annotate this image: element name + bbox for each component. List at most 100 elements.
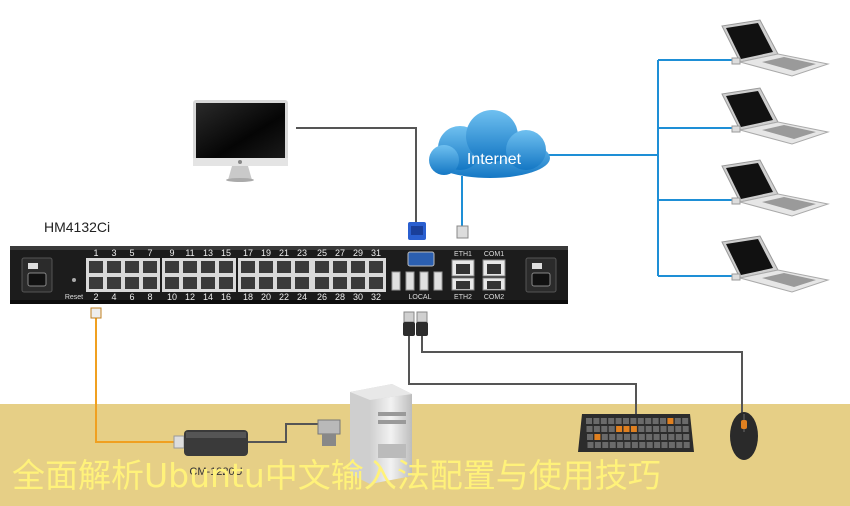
key: [667, 418, 674, 424]
key: [608, 426, 615, 432]
key: [675, 434, 682, 440]
laptop-icon: [721, 235, 830, 293]
rj45-port: [333, 261, 347, 273]
key: [601, 434, 608, 440]
rj45-port: [165, 277, 179, 289]
key: [593, 426, 600, 432]
key: [667, 426, 674, 432]
laptop-icon: [721, 19, 830, 77]
key: [593, 418, 600, 424]
com2-label: COM2: [484, 294, 504, 301]
rj45-port: [125, 261, 139, 273]
port-number-label: 20: [261, 292, 271, 302]
monitor-icon: [193, 100, 288, 182]
port-number-label: 3: [111, 248, 116, 258]
key: [616, 434, 623, 440]
rj45-port: [259, 277, 273, 289]
rj45-port: [125, 277, 139, 289]
vga-cable: [296, 127, 417, 222]
key: [624, 442, 631, 448]
reset-label: Reset: [65, 294, 83, 301]
laptop-icon: [721, 87, 830, 145]
rj45-port: [277, 261, 291, 273]
rj45-port: [315, 261, 329, 273]
key: [645, 418, 652, 424]
key: [630, 426, 637, 432]
rj45-port: [143, 277, 157, 289]
key: [615, 418, 622, 424]
key: [639, 442, 646, 448]
vga-port: [407, 251, 435, 267]
key: [675, 426, 682, 432]
key: [623, 418, 629, 424]
key: [623, 426, 630, 432]
adapter-label: CM-1220U: [189, 466, 242, 478]
reset-hole-icon[interactable]: [72, 278, 76, 282]
key: [682, 418, 689, 424]
key: [654, 442, 661, 448]
port-number-label: 16: [221, 292, 231, 302]
port-number-label: 9: [169, 248, 174, 258]
rj45-plug-icon: [456, 225, 469, 239]
port-number-label: 24: [297, 292, 307, 302]
rj45-port: [107, 261, 121, 273]
port-number-label: 6: [129, 292, 134, 302]
key: [653, 426, 660, 432]
port-number-label: 17: [243, 248, 253, 258]
key: [587, 442, 594, 448]
rj45-port: [201, 277, 215, 289]
keyboard-icon: [578, 414, 694, 452]
rj45-port: [89, 261, 103, 273]
key: [674, 418, 681, 424]
key: [609, 434, 616, 440]
serial-cable: [95, 316, 176, 443]
port-number-label: 19: [261, 248, 271, 258]
key: [594, 434, 601, 440]
port-number-label: 31: [371, 248, 381, 258]
rj45-port: [351, 277, 365, 289]
key: [601, 426, 608, 432]
key: [646, 442, 653, 448]
rj45-port: [143, 261, 157, 273]
key: [668, 434, 675, 440]
eth1-label: ETH1: [454, 251, 472, 258]
serial-plug-icon: [90, 307, 102, 319]
rj45-port: [241, 261, 255, 273]
key: [616, 426, 623, 432]
usb-plug-icon: [403, 311, 415, 336]
key: [586, 426, 593, 432]
port-number-label: 13: [203, 248, 213, 258]
rj45-port: [107, 277, 121, 289]
key: [587, 434, 593, 440]
usb-port: [405, 271, 415, 291]
adapter-cable: [246, 423, 326, 443]
key: [594, 442, 601, 448]
rj45-port: [369, 261, 383, 273]
port-number-label: 26: [317, 292, 327, 302]
port-number-label: 25: [317, 248, 327, 258]
mouse-cable: [421, 336, 743, 414]
key: [600, 418, 607, 424]
port-number-label: 15: [221, 248, 231, 258]
usb-plug-icon: [416, 311, 428, 336]
network-ports: [451, 259, 506, 291]
rj45-port: [369, 277, 383, 289]
key: [668, 442, 675, 448]
cloud-label: Internet: [467, 151, 522, 168]
port-number-label: 11: [185, 248, 194, 258]
port-number-label: 27: [335, 248, 345, 258]
port-number-label: 1: [93, 248, 98, 258]
key: [637, 418, 644, 424]
key: [652, 418, 659, 424]
rj45-port: [219, 277, 233, 289]
port-number-label: 14: [203, 292, 213, 302]
rj45-port: [165, 261, 179, 273]
port-number-label: 4: [111, 292, 116, 302]
keyboard-keys: [586, 418, 690, 448]
rj45-port: [219, 261, 233, 273]
key: [660, 418, 666, 424]
key: [609, 442, 616, 448]
key: [653, 434, 660, 440]
port-labels: 1234567891011121314151617181920212223242…: [93, 248, 381, 302]
key: [608, 418, 615, 424]
